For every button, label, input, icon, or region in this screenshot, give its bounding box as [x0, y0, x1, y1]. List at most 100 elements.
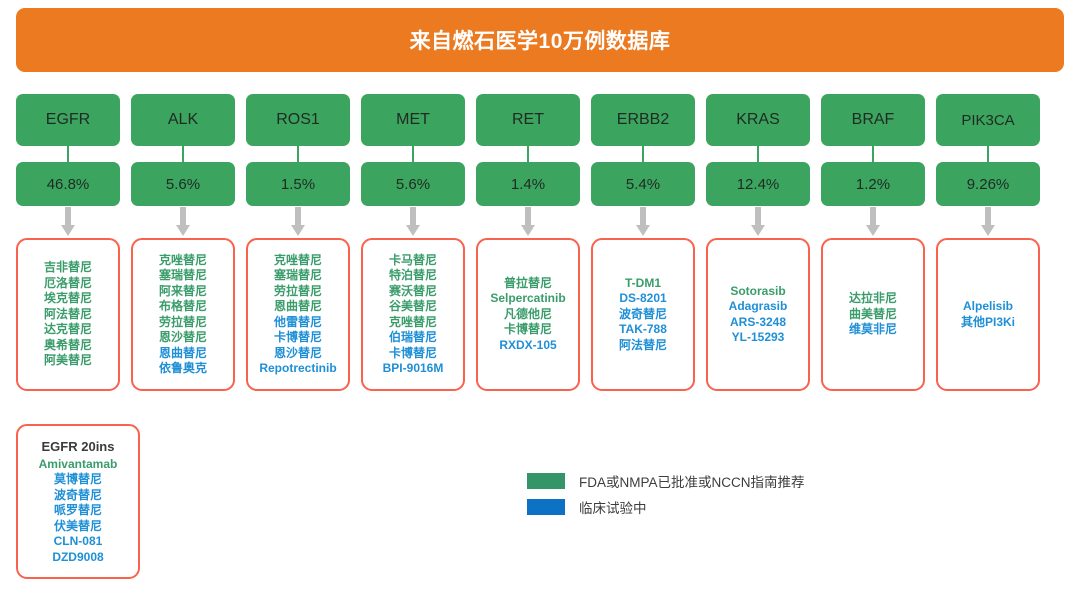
drug-name: 达拉非尼: [848, 291, 897, 306]
drug-name: BPI-9016M: [382, 361, 444, 375]
drug-name: 劳拉替尼: [273, 283, 322, 298]
drug-name: 克唑替尼: [273, 252, 322, 267]
frequency-value-alk: 5.6%: [131, 162, 235, 206]
drug-name: 恩沙替尼: [273, 345, 322, 360]
egfr-20ins-title: EGFR 20ins: [41, 438, 115, 454]
legend-label-approved: FDA或NMPA已批准或NCCN指南推荐: [579, 475, 805, 490]
drug-name: DS-8201: [619, 291, 667, 306]
drug-name: 阿来替尼: [158, 283, 207, 298]
drug-name: 赛沃替尼: [388, 283, 437, 298]
drug-name: 他雷替尼: [273, 314, 322, 329]
down-arrow-icon: [936, 206, 1040, 238]
frequency-value-ret: 1.4%: [476, 162, 580, 206]
drug-name: 塞瑞替尼: [158, 268, 207, 282]
connector-line: [527, 146, 529, 162]
gene-label-pik3ca: PIK3CA: [936, 94, 1040, 146]
drug-name: 吉非替尼: [43, 260, 92, 275]
drug-name: 维莫非尼: [848, 322, 897, 337]
down-arrow-icon: [361, 206, 465, 238]
drug-name: Amivantamab: [38, 456, 118, 471]
drug-name: 克唑替尼: [388, 314, 437, 329]
down-arrow-icon: [16, 206, 120, 238]
connector-line: [412, 146, 414, 162]
drug-name: T-DM1: [625, 275, 661, 290]
drug-name: 劳拉替尼: [158, 314, 207, 329]
connector-line: [642, 146, 644, 162]
gene-column-alk: ALK 5.6% 克唑替尼塞瑞替尼阿来替尼布格替尼劳拉替尼恩沙替尼恩曲替尼依鲁奥克: [131, 94, 235, 391]
drug-name: RXDX-105: [499, 337, 557, 352]
drug-name: 伯瑞替尼: [388, 330, 437, 344]
frequency-value-ros1: 1.5%: [246, 162, 350, 206]
legend-label-trial: 临床试验中: [579, 501, 647, 516]
drug-name: Sotorasib: [730, 283, 786, 298]
legend-item-trial: 临床试验中: [527, 494, 805, 520]
drug-name: 哌罗替尼: [53, 503, 102, 518]
drug-name: 特泊替尼: [388, 268, 437, 282]
gene-label-egfr: EGFR: [16, 94, 120, 146]
drug-name: 依鲁奥克: [158, 361, 207, 375]
drug-box-braf: 达拉非尼曲美替尼维莫非尼: [821, 238, 925, 391]
down-arrow-icon: [476, 206, 580, 238]
drug-box-alk: 克唑替尼塞瑞替尼阿来替尼布格替尼劳拉替尼恩沙替尼恩曲替尼依鲁奥克: [131, 238, 235, 391]
drug-name: 塞瑞替尼: [273, 268, 322, 282]
gene-label-alk: ALK: [131, 94, 235, 146]
frequency-value-pik3ca: 9.26%: [936, 162, 1040, 206]
drug-name: 阿美替尼: [43, 353, 92, 368]
drug-name: 伏美替尼: [53, 518, 102, 533]
drug-name: 卡马替尼: [388, 252, 437, 267]
drug-name: 卡博替尼: [503, 322, 552, 337]
drug-name: 厄洛替尼: [43, 275, 92, 290]
drug-name: 达克替尼: [43, 322, 92, 337]
drug-name: TAK-788: [619, 322, 667, 337]
drug-name: 波奇替尼: [53, 487, 102, 502]
legend-swatch-approved-icon: [527, 473, 565, 489]
drug-name: 奥希替尼: [43, 337, 92, 352]
legend-swatch-trial-icon: [527, 499, 565, 515]
connector-line: [757, 146, 759, 162]
drug-name: DZD9008: [52, 549, 104, 564]
drug-name: 波奇替尼: [618, 306, 667, 321]
connector-line: [987, 146, 989, 162]
drug-name: Selpercatinib: [490, 291, 566, 306]
connector-line: [297, 146, 299, 162]
drug-name: 凡德他尼: [503, 306, 552, 321]
title-banner: 来自燃石医学10万例数据库: [16, 8, 1064, 72]
drug-name: 恩沙替尼: [158, 330, 207, 344]
down-arrow-icon: [706, 206, 810, 238]
drug-name: 卡博替尼: [273, 330, 322, 344]
drug-name: 埃克替尼: [43, 291, 92, 306]
gene-label-ros1: ROS1: [246, 94, 350, 146]
drug-name: 曲美替尼: [848, 306, 897, 321]
drug-name: 克唑替尼: [158, 252, 207, 267]
banner-title: 来自燃石医学10万例数据库: [409, 30, 671, 53]
legend: FDA或NMPA已批准或NCCN指南推荐 临床试验中: [527, 468, 805, 520]
drug-name: 恩曲替尼: [158, 345, 207, 360]
legend-item-approved: FDA或NMPA已批准或NCCN指南推荐: [527, 468, 805, 494]
frequency-value-erbb2: 5.4%: [591, 162, 695, 206]
drug-name: Alpelisib: [962, 299, 1013, 313]
connector-line: [67, 146, 69, 162]
drug-name: 其他PI3Ki: [960, 314, 1015, 329]
gene-label-kras: KRAS: [706, 94, 810, 146]
drug-name: CLN-081: [53, 534, 103, 549]
gene-label-ret: RET: [476, 94, 580, 146]
drug-name: 普拉替尼: [503, 275, 552, 290]
down-arrow-icon: [246, 206, 350, 238]
drug-name: 布格替尼: [158, 299, 207, 313]
down-arrow-icon: [821, 206, 925, 238]
gene-label-met: MET: [361, 94, 465, 146]
